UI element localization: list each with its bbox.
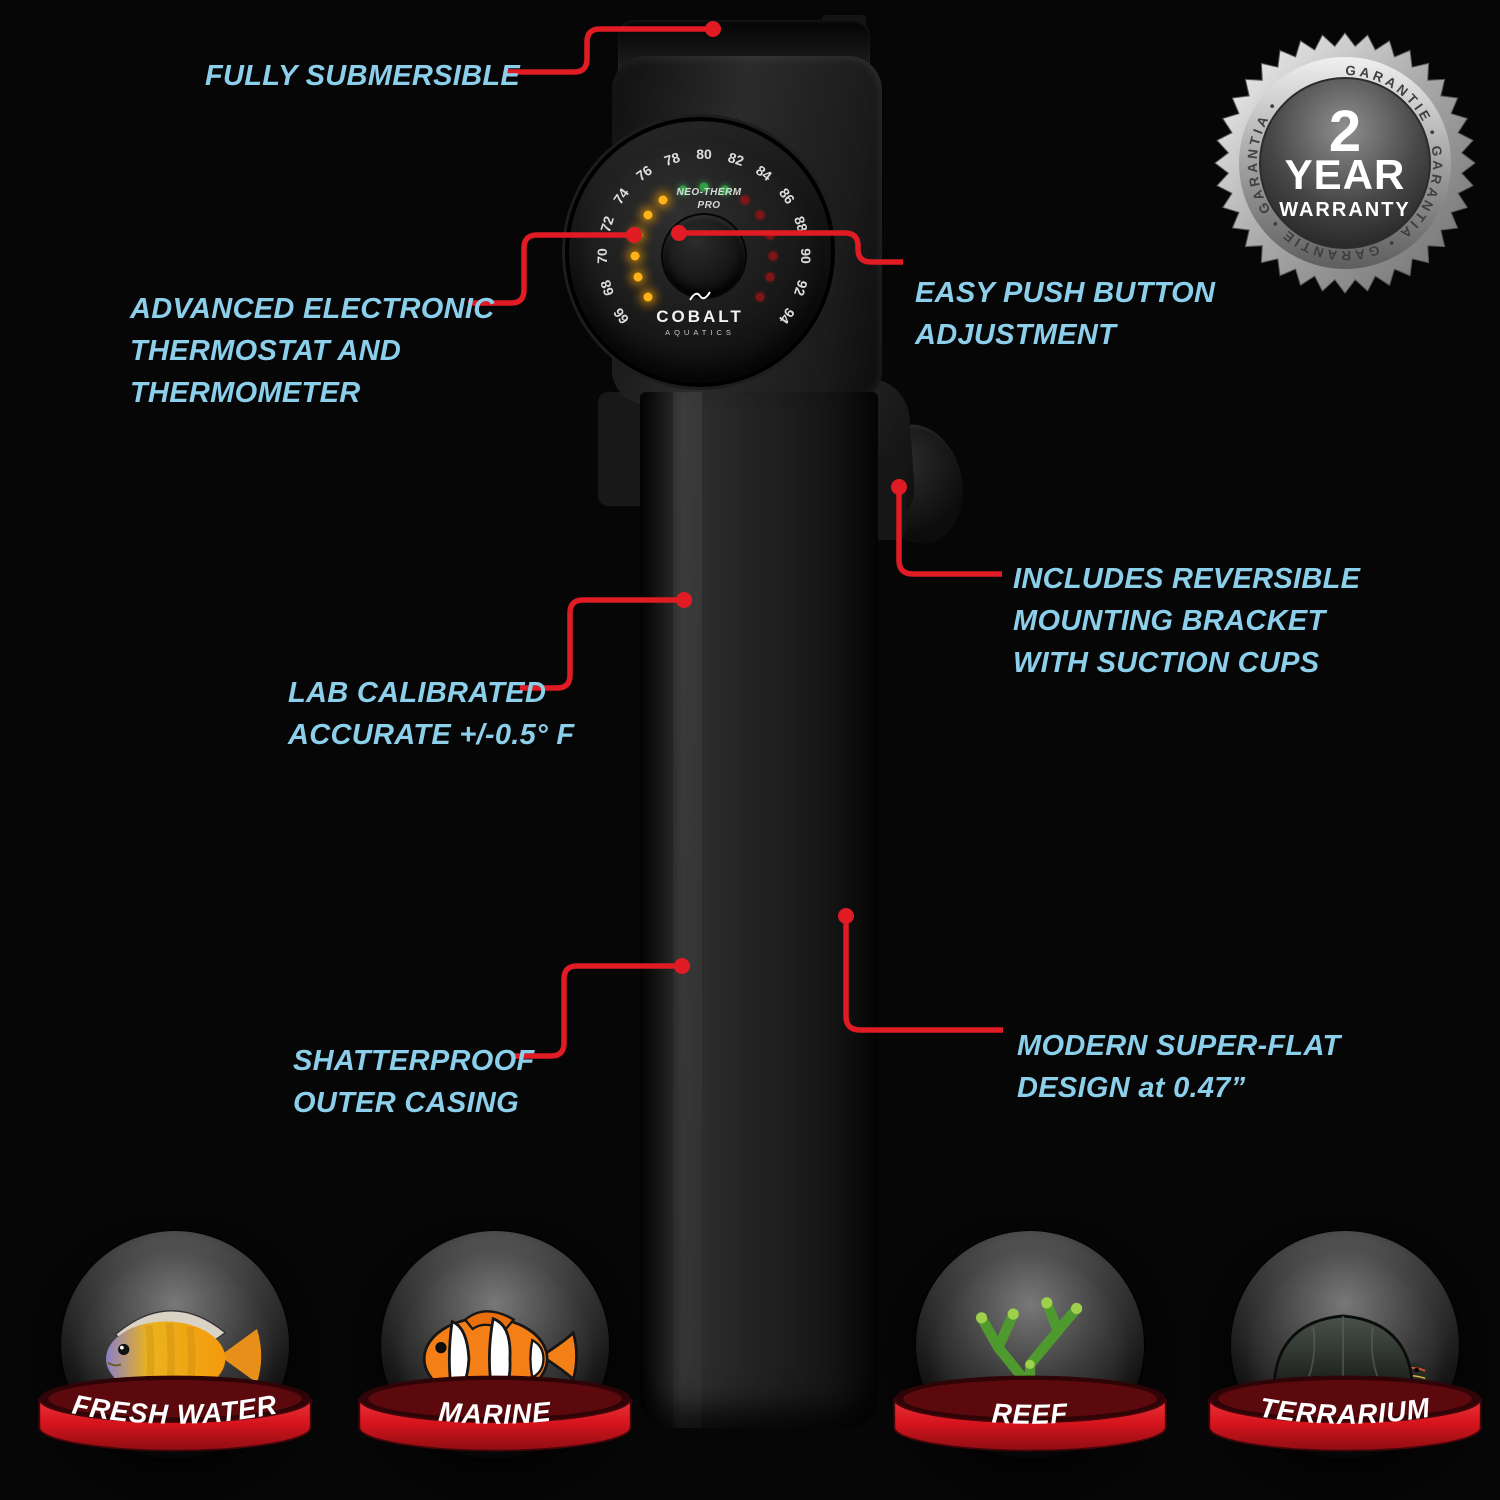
leader-thermostat <box>468 232 627 306</box>
brand-logo: COBALT AQUATICS <box>630 289 770 337</box>
category-terrarium: TERRARIUM <box>1185 1230 1500 1480</box>
warranty-badge-seal: GARANTIE • GARANTIA • GARANTIE • GARANTI… <box>1214 32 1476 294</box>
brand-subname: AQUATICS <box>665 328 735 337</box>
dial-led <box>643 210 653 220</box>
callout-fully-submersible: FULLY SUBMERSIBLE <box>205 60 520 92</box>
leader-lab-calibrated <box>520 597 677 691</box>
leader-fully-submersible <box>505 26 706 75</box>
wave-logo-icon <box>689 291 711 301</box>
dial-led <box>678 185 688 195</box>
leader-flat-design <box>843 918 1003 1033</box>
leader-dot <box>671 225 687 241</box>
fresh-water-ribbon: FRESH WATER <box>38 1375 312 1452</box>
leader-dot <box>705 21 721 37</box>
leader-push-button <box>679 230 903 265</box>
bracket-clip-left <box>598 392 648 506</box>
marine-label: MARINE <box>437 1396 553 1430</box>
dial-led <box>643 292 653 302</box>
dial-led <box>765 272 775 282</box>
leader-dot <box>891 479 907 495</box>
badge-core <box>1259 77 1431 249</box>
marine-ribbon: MARINE <box>358 1375 632 1452</box>
callout-shatterproof: SHATTERPROOF OUTER CASING <box>293 1045 535 1120</box>
badge-years-number: 2 <box>1329 99 1361 164</box>
dial-led <box>658 195 668 205</box>
body-highlight <box>673 392 702 1428</box>
model-name: NEO-THERM PRO <box>676 187 742 211</box>
dial-led <box>740 195 750 205</box>
leader-dot <box>676 592 692 608</box>
leader-mounting-bracket <box>896 489 1002 577</box>
reef-ribbon: REEF <box>893 1375 1167 1452</box>
dial-led <box>699 182 709 192</box>
category-reef: REEF <box>870 1230 1190 1480</box>
callout-flat-design: MODERN SUPER-FLAT DESIGN at 0.47” <box>1017 1030 1341 1105</box>
reef-label: REEF <box>991 1397 1069 1429</box>
callout-lab-calibrated: LAB CALIBRATED ACCURATE +/-0.5° F <box>288 677 575 752</box>
brand-name: COBALT <box>656 307 744 326</box>
callout-thermostat: ADVANCED ELECTRONIC THERMOSTAT AND THERM… <box>130 293 495 410</box>
badge-warranty-word: WARRANTY <box>1279 199 1411 221</box>
dial-led <box>768 251 778 261</box>
dial-number: 80 <box>696 146 712 162</box>
category-marine: MARINE <box>335 1230 655 1480</box>
callout-push-button: EASY PUSH BUTTON ADJUSTMENT <box>915 277 1216 352</box>
dial-led <box>720 185 730 195</box>
dial-led <box>755 292 765 302</box>
dial-led <box>755 210 765 220</box>
heater-body <box>640 392 878 1428</box>
leader-dot <box>838 908 854 924</box>
leader-dot <box>674 958 690 974</box>
terrarium-ribbon: TERRARIUM <box>1208 1375 1482 1452</box>
leader-shatterproof <box>514 963 675 1059</box>
leader-dot <box>626 227 642 243</box>
dial-led <box>633 272 643 282</box>
callout-mounting-bracket: INCLUDES REVERSIBLE MOUNTING BRACKET WIT… <box>1013 563 1361 680</box>
category-fresh-water: FRESH WATER <box>15 1230 335 1480</box>
warranty-badge: GARANTIE • GARANTIA • GARANTIE • GARANTI… <box>1213 31 1477 295</box>
dial-led <box>630 251 640 261</box>
badge-year-word: YEAR <box>1285 151 1406 198</box>
